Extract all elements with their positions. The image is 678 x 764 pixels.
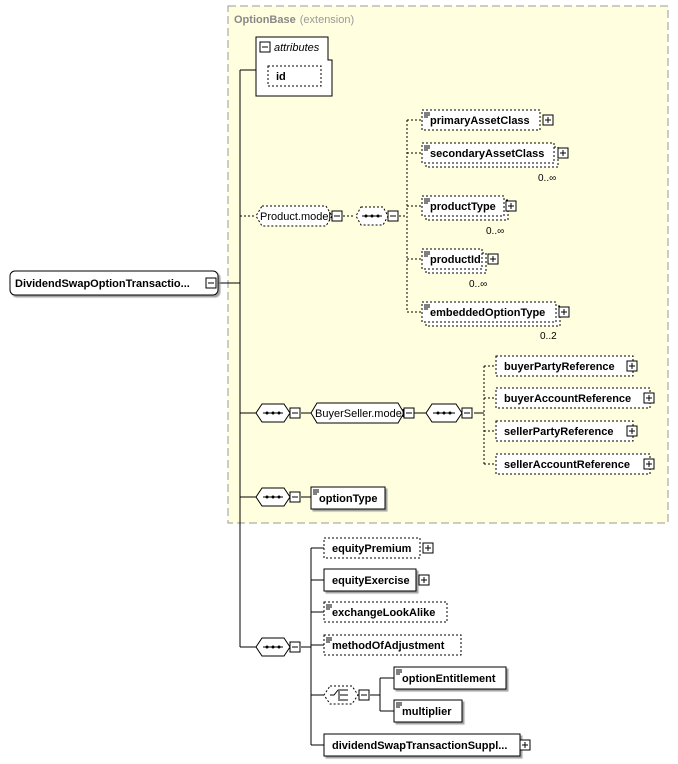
collapse-icon[interactable] xyxy=(289,641,301,653)
sequence-compositor xyxy=(425,403,463,423)
expand-icon[interactable] xyxy=(643,392,655,404)
collapse-icon[interactable] xyxy=(331,210,343,222)
element-label: buyerAccountReference xyxy=(504,393,631,405)
element-product-type[interactable]: productType xyxy=(421,195,509,221)
expand-icon[interactable] xyxy=(626,360,638,372)
element-label: exchangeLookAlike xyxy=(332,607,435,619)
element-seller-account-reference[interactable]: sellerAccountReference xyxy=(495,453,651,475)
element-label: buyerPartyReference xyxy=(504,361,615,373)
element-secondary-asset-class[interactable]: secondaryAssetClass xyxy=(421,142,559,168)
cardinality-label: 0..2 xyxy=(540,331,557,342)
sequence-compositor xyxy=(255,637,291,657)
element-equity-exercise[interactable]: equityExercise xyxy=(323,568,417,592)
expand-icon[interactable] xyxy=(487,253,499,265)
cardinality-label: 0..∞ xyxy=(486,226,504,237)
cardinality-label: 0..∞ xyxy=(538,173,556,184)
element-label: productType xyxy=(430,201,496,213)
element-label: optionEntitlement xyxy=(402,673,496,685)
element-multiplier[interactable]: multiplier xyxy=(393,699,463,723)
element-embedded-option-type[interactable]: embeddedOptionType xyxy=(421,301,561,327)
collapse-icon[interactable] xyxy=(403,407,415,419)
expand-icon[interactable] xyxy=(418,574,430,586)
expand-icon[interactable] xyxy=(558,306,570,318)
element-seller-party-reference[interactable]: sellerPartyReference xyxy=(495,420,634,442)
attribute-id-box[interactable] xyxy=(267,65,322,87)
dashed-connectors xyxy=(240,119,496,465)
attributes-label: attributes xyxy=(274,42,320,54)
buyer-seller-model-group[interactable]: BuyerSeller.model xyxy=(310,402,405,424)
cardinality-label: 0..∞ xyxy=(469,279,487,290)
element-label: embeddedOptionType xyxy=(430,307,545,319)
element-label: secondaryAssetClass xyxy=(430,148,544,160)
expand-icon[interactable] xyxy=(626,425,638,437)
expand-icon[interactable] xyxy=(557,147,569,159)
base-type-qualifier: (extension) xyxy=(300,14,354,26)
element-label: primaryAssetClass xyxy=(430,115,530,127)
collapse-icon[interactable] xyxy=(289,491,301,503)
expand-icon[interactable] xyxy=(505,200,517,212)
element-dividend-swap-transaction-supplement[interactable]: dividendSwapTransactionSuppl... xyxy=(323,733,521,757)
expand-icon[interactable] xyxy=(519,739,531,751)
element-product-id[interactable]: productId xyxy=(421,248,487,274)
collapse-icon[interactable] xyxy=(358,689,370,701)
product-model-group[interactable]: Product.model xyxy=(255,205,333,227)
element-label: multiplier xyxy=(402,706,452,718)
element-label: dividendSwapTransactionSuppl... xyxy=(332,740,507,752)
element-label: equityPremium xyxy=(332,543,412,555)
element-buyer-party-reference[interactable]: buyerPartyReference xyxy=(495,355,634,377)
element-option-type[interactable]: optionType xyxy=(310,486,386,510)
root-element[interactable]: DividendSwapOptionTransactio... xyxy=(9,270,219,296)
collapse-icon[interactable] xyxy=(461,407,473,419)
collapse-icon[interactable] xyxy=(387,210,399,222)
root-collapse-icon[interactable] xyxy=(205,277,217,289)
sequence-compositor xyxy=(255,403,291,423)
element-label: productId xyxy=(430,254,481,266)
element-label: methodOfAdjustment xyxy=(332,640,445,652)
expand-icon[interactable] xyxy=(542,114,554,126)
root-element-label: DividendSwapOptionTransactio... xyxy=(15,278,190,290)
element-label: sellerAccountReference xyxy=(504,459,630,471)
base-type-name: OptionBase xyxy=(234,14,296,26)
product-model-label: Product.model xyxy=(260,211,331,223)
element-method-of-adjustment[interactable]: methodOfAdjustment xyxy=(323,634,462,656)
sequence-compositor xyxy=(255,487,291,507)
element-equity-premium[interactable]: equityPremium xyxy=(323,537,421,559)
element-exchange-look-alike[interactable]: exchangeLookAlike xyxy=(323,601,448,623)
element-label: equityExercise xyxy=(332,575,410,587)
attributes-collapse-icon[interactable] xyxy=(259,41,271,53)
element-buyer-account-reference[interactable]: buyerAccountReference xyxy=(495,387,651,409)
sequence-compositor xyxy=(355,206,389,226)
element-primary-asset-class[interactable]: primaryAssetClass xyxy=(421,109,541,131)
element-option-entitlement[interactable]: optionEntitlement xyxy=(393,666,507,690)
collapse-icon[interactable] xyxy=(289,407,301,419)
element-label: optionType xyxy=(319,493,377,505)
buyer-seller-model-label: BuyerSeller.model xyxy=(315,408,404,420)
expand-icon[interactable] xyxy=(422,542,434,554)
expand-icon[interactable] xyxy=(643,458,655,470)
svg-text:OptionBase(extension): OptionBase (extension) xyxy=(234,14,354,26)
attribute-id: id xyxy=(276,71,286,83)
connectors xyxy=(218,69,484,746)
choice-compositor xyxy=(323,685,359,705)
element-label: sellerPartyReference xyxy=(504,426,613,438)
attributes-box: attributes id xyxy=(255,36,333,97)
